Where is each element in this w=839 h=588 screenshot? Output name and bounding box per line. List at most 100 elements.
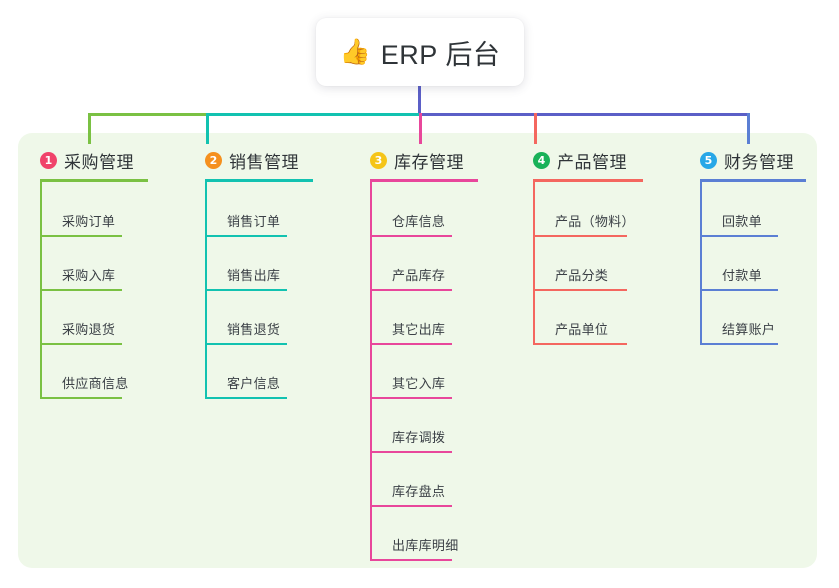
leaf-node-underline: [205, 235, 287, 237]
connector-drop-4: [534, 113, 537, 144]
connector-drop-2: [206, 113, 209, 144]
diagram-panel: [18, 133, 817, 568]
root-node-label: ERP 后台: [380, 39, 501, 70]
connector-drop-1: [88, 113, 91, 144]
branch-header-5[interactable]: 5 财务管理: [700, 148, 794, 173]
leaf-node-label: 仓库信息: [392, 214, 446, 229]
branch-title-3: 库存管理: [394, 153, 464, 172]
leaf-node-label: 产品分类: [555, 268, 609, 283]
leaf-node-label: 采购入库: [62, 268, 116, 283]
leaf-node-underline: [370, 559, 452, 561]
leaf-node-underline: [533, 343, 627, 345]
leaf-node[interactable]: 采购入库: [40, 263, 122, 291]
branch-underline-4: [533, 179, 643, 182]
branch-header-1[interactable]: 1 采购管理: [40, 148, 134, 173]
leaf-node[interactable]: 产品分类: [533, 263, 627, 291]
leaf-node-label: 产品单位: [555, 322, 609, 337]
leaf-node-label: 回款单: [722, 214, 762, 229]
leaf-node[interactable]: 销售出库: [205, 263, 287, 291]
leaf-node-underline: [205, 289, 287, 291]
root-node-content: 👍 ERP 后台: [340, 33, 501, 72]
branch-badge-4: 4: [533, 152, 550, 169]
connector-bus-indigo: [419, 113, 750, 116]
leaf-node-label: 其它出库: [392, 322, 446, 337]
leaf-node[interactable]: 结算账户: [700, 317, 778, 345]
leaf-node[interactable]: 回款单: [700, 209, 778, 237]
branch-rail-5: [700, 182, 702, 345]
leaf-node-underline: [700, 343, 778, 345]
leaf-node-label: 付款单: [722, 268, 762, 283]
leaf-node-label: 销售订单: [227, 214, 281, 229]
leaf-node-label: 库存盘点: [392, 484, 446, 499]
branch-badge-2: 2: [205, 152, 222, 169]
leaf-node-underline: [370, 343, 452, 345]
leaf-node-underline: [700, 289, 778, 291]
branch-badge-5: 5: [700, 152, 717, 169]
leaf-node[interactable]: 产品（物料）: [533, 209, 635, 237]
leaf-node[interactable]: 库存盘点: [370, 479, 452, 507]
branch-title-4: 产品管理: [557, 153, 627, 172]
leaf-node[interactable]: 出库库明细: [370, 533, 458, 561]
branch-badge-3: 3: [370, 152, 387, 169]
branch-underline-5: [700, 179, 806, 182]
leaf-node[interactable]: 供应商信息: [40, 371, 128, 399]
branch-badge-1: 1: [40, 152, 57, 169]
branch-title-5: 财务管理: [724, 153, 794, 172]
leaf-node-underline: [205, 397, 287, 399]
leaf-node-underline: [370, 235, 452, 237]
connector-bus-teal: [206, 113, 419, 116]
leaf-node[interactable]: 仓库信息: [370, 209, 452, 237]
leaf-node-underline: [533, 289, 627, 291]
leaf-node-label: 库存调拨: [392, 430, 446, 445]
leaf-node-underline: [533, 235, 627, 237]
leaf-node[interactable]: 库存调拨: [370, 425, 452, 453]
leaf-node-label: 结算账户: [722, 322, 776, 337]
branch-underline-2: [205, 179, 313, 182]
leaf-node-underline: [40, 289, 122, 291]
thumbs-up-icon: 👍: [339, 37, 371, 66]
leaf-node-underline: [700, 235, 778, 237]
leaf-node-underline: [370, 397, 452, 399]
leaf-node[interactable]: 采购退货: [40, 317, 122, 345]
root-node-erp-backend[interactable]: 👍 ERP 后台: [316, 18, 524, 86]
leaf-node-underline: [370, 451, 452, 453]
branch-rail-3: [370, 182, 372, 561]
leaf-node-underline: [370, 289, 452, 291]
branch-title-2: 销售管理: [229, 153, 299, 172]
leaf-node-label: 出库库明细: [392, 538, 459, 553]
leaf-node-label: 销售退货: [227, 322, 281, 337]
leaf-node[interactable]: 客户信息: [205, 371, 287, 399]
leaf-node[interactable]: 付款单: [700, 263, 778, 291]
branch-rail-4: [533, 182, 535, 345]
leaf-node-underline: [205, 343, 287, 345]
leaf-node[interactable]: 其它入库: [370, 371, 452, 399]
connector-trunk: [418, 86, 421, 115]
branch-underline-1: [40, 179, 148, 182]
leaf-node-label: 供应商信息: [62, 376, 129, 391]
branch-header-3[interactable]: 3 库存管理: [370, 148, 464, 173]
leaf-node[interactable]: 产品库存: [370, 263, 452, 291]
leaf-node[interactable]: 采购订单: [40, 209, 122, 237]
leaf-node[interactable]: 其它出库: [370, 317, 452, 345]
connector-drop-5: [747, 113, 750, 144]
leaf-node-label: 客户信息: [227, 376, 281, 391]
connector-drop-3: [419, 113, 422, 144]
leaf-node-label: 产品库存: [392, 268, 446, 283]
leaf-node-label: 其它入库: [392, 376, 446, 391]
leaf-node-underline: [40, 235, 122, 237]
connector-bus-green: [88, 113, 206, 116]
leaf-node-underline: [40, 397, 122, 399]
leaf-node-underline: [370, 505, 452, 507]
leaf-node-label: 产品（物料）: [555, 214, 635, 229]
branch-header-2[interactable]: 2 销售管理: [205, 148, 299, 173]
leaf-node-label: 采购退货: [62, 322, 116, 337]
leaf-node-underline: [40, 343, 122, 345]
leaf-node[interactable]: 产品单位: [533, 317, 627, 345]
leaf-node-label: 销售出库: [227, 268, 281, 283]
branch-underline-3: [370, 179, 478, 182]
branch-header-4[interactable]: 4 产品管理: [533, 148, 627, 173]
branch-title-1: 采购管理: [64, 153, 134, 172]
leaf-node[interactable]: 销售退货: [205, 317, 287, 345]
leaf-node[interactable]: 销售订单: [205, 209, 287, 237]
